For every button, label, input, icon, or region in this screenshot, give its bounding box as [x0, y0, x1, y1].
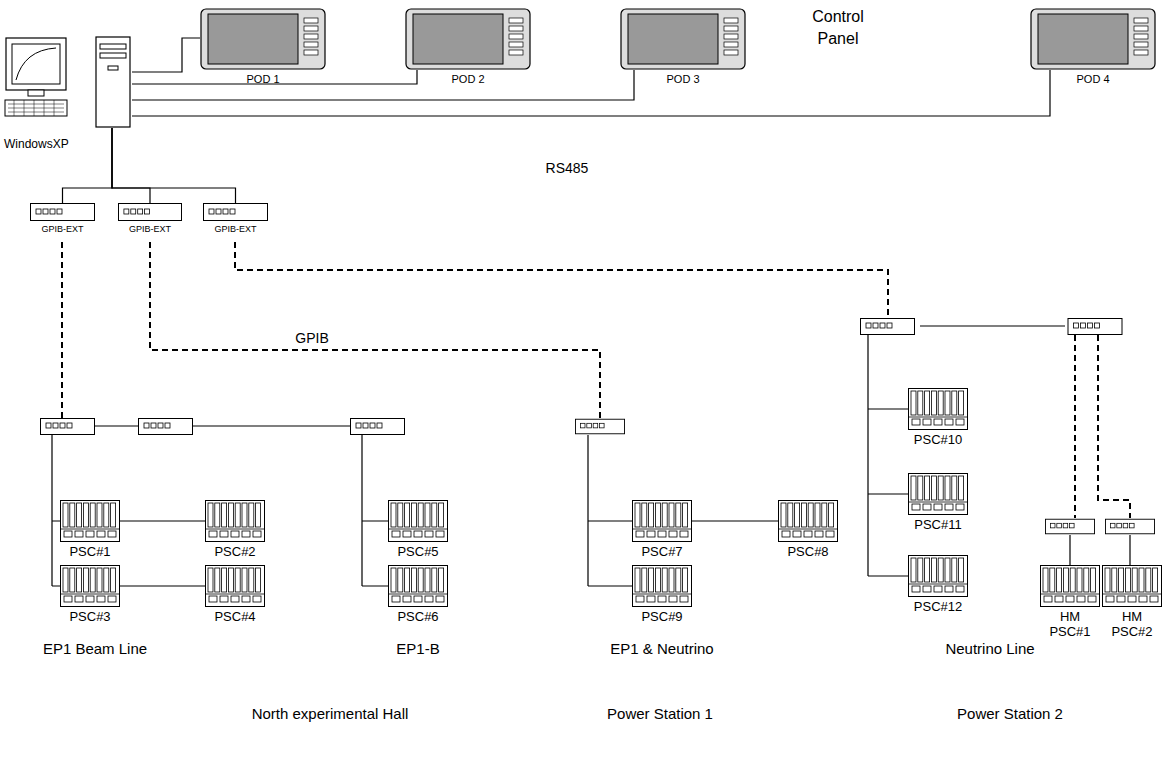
node-illustration: [1040, 565, 1100, 607]
node-label: PSC#9: [641, 610, 682, 625]
node-illustration: [118, 203, 182, 221]
node-illustration: [388, 565, 448, 607]
cable-connector: [120, 520, 205, 521]
cable-connector: [120, 585, 205, 586]
node-illustration: [203, 203, 268, 221]
area-label: Power Station 1: [605, 705, 715, 722]
area-label: EP1 & Neutrino: [608, 640, 715, 657]
node-illustration: [620, 8, 746, 70]
node-label: PSC#10: [914, 433, 962, 448]
power-supply-rack: HM PSC#1: [1040, 565, 1100, 607]
node-label: POD 3: [666, 73, 699, 86]
computer-node: WindowsXP: [4, 36, 132, 128]
node-illustration: [60, 500, 120, 542]
node-label: PSC#12: [914, 600, 962, 615]
area-label: Power Station 2: [955, 705, 1065, 722]
node-illustration: [908, 388, 968, 430]
node-label: WindowsXP: [4, 138, 69, 152]
node-label: PSC#11: [914, 518, 961, 533]
node-label: GPIB-EXT: [129, 224, 171, 234]
node-illustration: [4, 36, 132, 128]
power-supply-rack: PSC#10: [908, 388, 968, 430]
power-supply-rack: PSC#4: [205, 565, 265, 607]
node-label: POD 2: [451, 73, 484, 86]
area-label: North experimental Hall: [250, 705, 411, 722]
gpib-extender: GPIB-EXT: [30, 203, 95, 221]
area-label: EP1-B: [394, 640, 441, 657]
node-label: PSC#8: [787, 545, 828, 560]
gpib-extender: GPIB-EXT: [203, 203, 268, 221]
node-illustration: [205, 500, 265, 542]
node-label: HM PSC#2: [1106, 610, 1158, 640]
node-illustration: [632, 565, 692, 607]
node-illustration: [1102, 565, 1162, 607]
node-label: PSC#3: [69, 610, 110, 625]
power-supply-rack: PSC#5: [388, 500, 448, 542]
node-label: HM PSC#1: [1044, 610, 1096, 640]
node-illustration: [908, 473, 968, 515]
area-label: Neutrino Line: [943, 640, 1036, 657]
node-label: PSC#7: [641, 545, 682, 560]
node-label: GPIB-EXT: [214, 224, 256, 234]
node-illustration: [60, 565, 120, 607]
pod-terminal: POD 1: [200, 8, 326, 70]
power-supply-rack: PSC#7: [632, 500, 692, 542]
node-illustration: [205, 565, 265, 607]
area-label: EP1 Beam Line: [41, 640, 149, 657]
node-label: POD 1: [246, 73, 279, 86]
cable-connector: [132, 70, 1050, 116]
gpib-extender: GPIB-EXT: [118, 203, 182, 221]
cable-connector: [63, 128, 113, 203]
power-supply-rack: HM PSC#2: [1102, 565, 1162, 607]
power-supply-rack: PSC#11: [908, 473, 968, 515]
cable-connector: [132, 70, 634, 100]
bus-label: RS485: [544, 160, 591, 176]
node-illustration: [200, 8, 326, 70]
power-supply-rack: PSC#1: [60, 500, 120, 542]
node-illustration: [778, 500, 838, 542]
power-supply-rack: PSC#2: [205, 500, 265, 542]
node-label: GPIB-EXT: [41, 224, 83, 234]
cable-connector: [132, 38, 200, 72]
node-illustration: [30, 203, 95, 221]
node-label: PSC#6: [397, 610, 438, 625]
node-label: PSC#5: [397, 545, 438, 560]
node-label: PSC#1: [69, 545, 110, 560]
node-label: POD 4: [1076, 73, 1109, 86]
pod-terminal: POD 3: [620, 8, 746, 70]
pod-terminal: POD 4: [1030, 8, 1156, 70]
power-supply-rack: PSC#3: [60, 565, 120, 607]
power-supply-rack: PSC#9: [632, 565, 692, 607]
node-illustration: [405, 8, 531, 70]
node-label: PSC#2: [214, 545, 255, 560]
bus-label: GPIB: [293, 330, 330, 346]
bus-label: Control Panel: [801, 6, 875, 51]
pod-terminal: POD 2: [405, 8, 531, 70]
node-illustration: [1030, 8, 1156, 70]
node-illustration: [908, 555, 968, 597]
power-supply-rack: PSC#12: [908, 555, 968, 597]
cable-connector: [692, 520, 778, 521]
node-illustration: [388, 500, 448, 542]
power-supply-rack: PSC#6: [388, 565, 448, 607]
node-illustration: [632, 500, 692, 542]
node-label: PSC#4: [214, 610, 255, 625]
power-supply-rack: PSC#8: [778, 500, 838, 542]
cable-connector: [112, 128, 236, 203]
cable-connector: [112, 128, 150, 203]
